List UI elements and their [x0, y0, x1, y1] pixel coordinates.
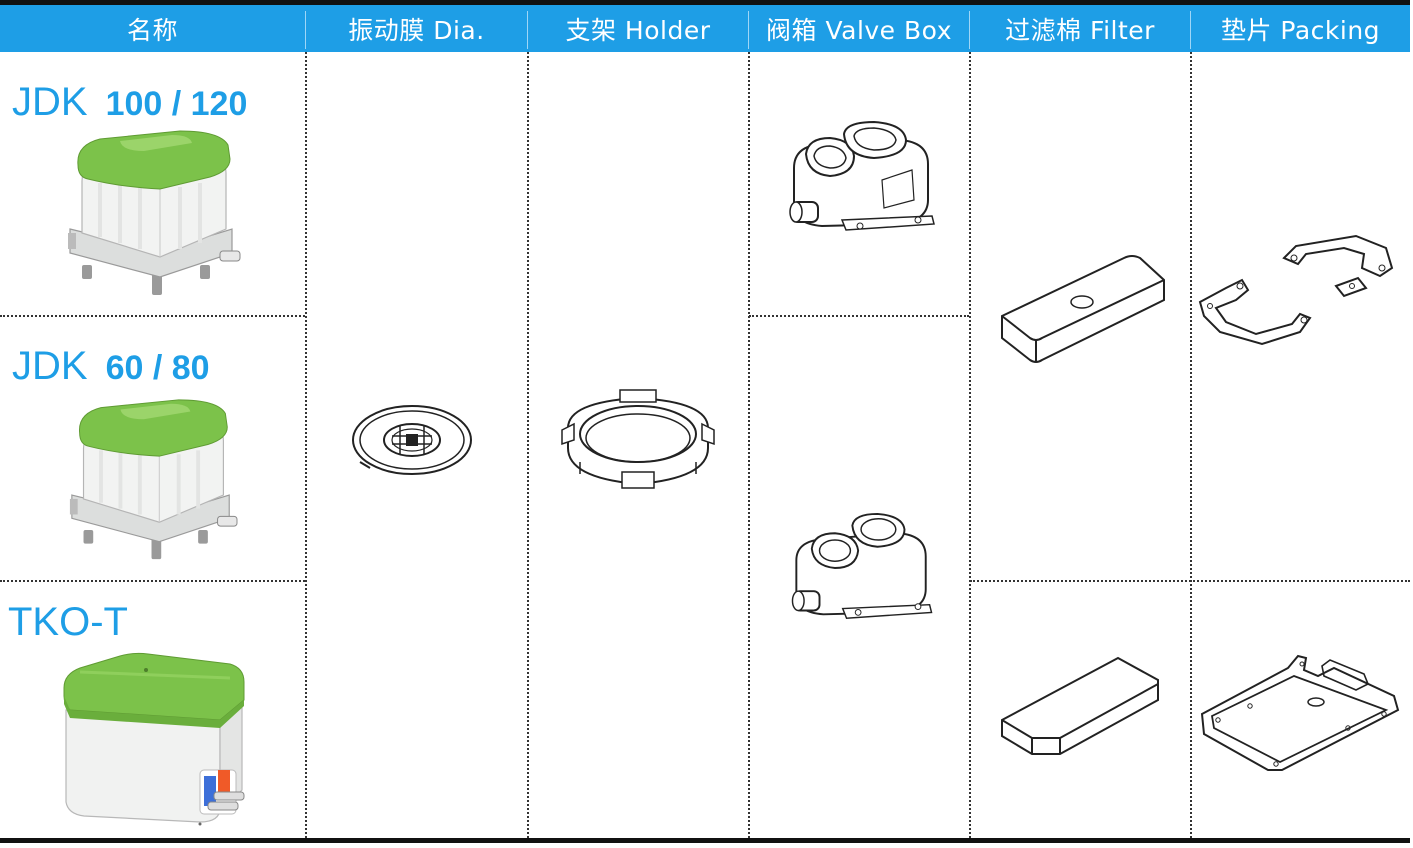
model-prefix: JDK	[12, 344, 88, 388]
jdk-pump-image	[68, 130, 241, 295]
model-prefix: TKO-T	[8, 600, 128, 644]
valve-box-drawing	[789, 120, 935, 231]
model-label-jdk-100-120: JDK 100 / 120	[12, 80, 247, 125]
header-divider	[1190, 11, 1191, 49]
model-label-jdk-60-80: JDK 60 / 80	[12, 344, 210, 389]
filter-drawing	[1001, 255, 1165, 363]
row-divider	[0, 315, 305, 317]
header-holder: 支架 Holder	[565, 15, 711, 45]
model-number: 60 / 80	[105, 349, 210, 387]
column-divider	[969, 52, 971, 838]
header-filter: 过滤棉 Filter	[1005, 15, 1155, 45]
header-divider	[305, 11, 306, 49]
header-divider	[969, 11, 970, 49]
header-divider	[527, 11, 528, 49]
header-diaphragm: 振动膜 Dia.	[348, 15, 485, 45]
holder-drawing	[561, 389, 715, 489]
model-label-tko-t: TKO-T	[8, 600, 128, 645]
header-packing: 垫片 Packing	[1220, 15, 1381, 45]
packing-drawing	[1200, 654, 1400, 771]
column-divider	[305, 52, 307, 838]
model-prefix: JDK	[12, 80, 88, 124]
column-divider	[748, 52, 750, 838]
packing-drawing	[1198, 234, 1394, 346]
valve-box-drawing	[791, 512, 933, 619]
tko-pump-image	[63, 652, 245, 826]
header-name: 名称	[126, 15, 178, 45]
row-divider	[970, 580, 1410, 582]
filter-drawing	[1001, 656, 1159, 755]
header-valve-box: 阀箱 Valve Box	[766, 15, 952, 45]
row-divider	[0, 580, 305, 582]
jdk-pump-image	[69, 399, 238, 560]
column-divider	[1190, 52, 1192, 838]
diaphragm-drawing	[352, 405, 472, 475]
header-divider	[748, 11, 749, 49]
top-rule	[0, 0, 1410, 5]
bottom-rule	[0, 838, 1410, 843]
row-divider	[749, 315, 969, 317]
column-divider	[527, 52, 529, 838]
model-number: 100 / 120	[105, 85, 248, 123]
table-header: 名称 振动膜 Dia. 支架 Holder 阀箱 Valve Box 过滤棉 F…	[0, 5, 1410, 52]
